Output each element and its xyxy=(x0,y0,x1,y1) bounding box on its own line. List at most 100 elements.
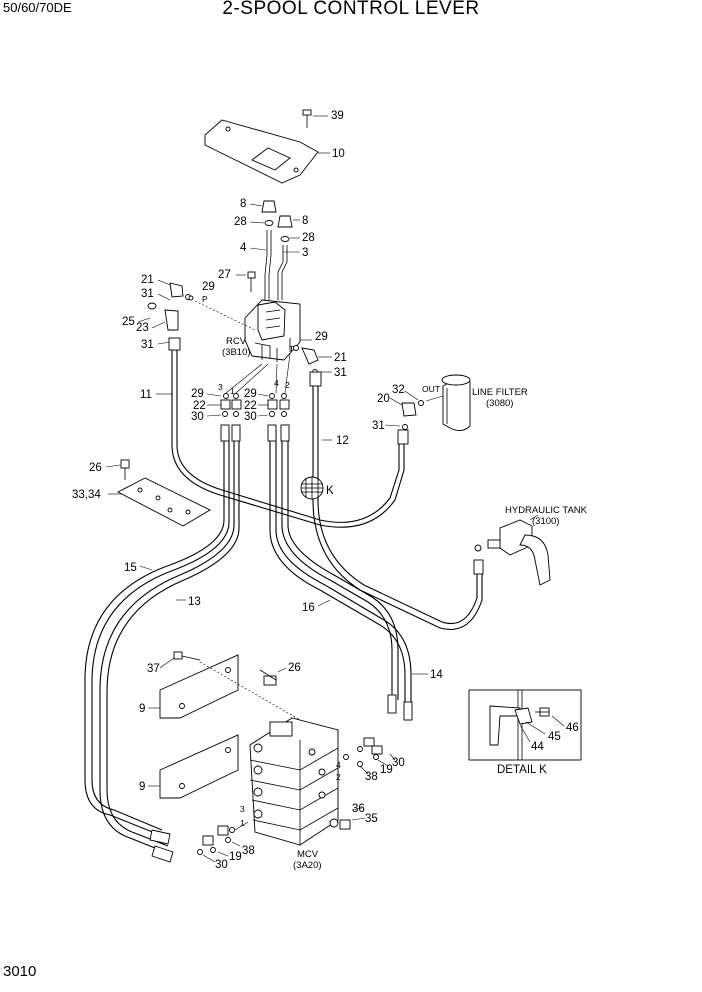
callout-9: 9 xyxy=(139,781,145,793)
callout-16: 16 xyxy=(302,602,315,614)
callout-3: 3 xyxy=(302,247,308,259)
callout-28: 28 xyxy=(234,216,247,228)
line-filter xyxy=(441,374,471,431)
port-p-label: P xyxy=(202,294,208,304)
line-filter-label: LINE FILTER xyxy=(472,387,528,398)
hose-13-15 xyxy=(84,430,240,853)
port-3-label: 3 xyxy=(218,382,223,392)
mcv-fittings-left xyxy=(197,821,249,863)
callout-31: 31 xyxy=(372,420,385,432)
callout-9: 9 xyxy=(139,703,145,715)
mcv-fittings-right xyxy=(343,737,396,775)
callout-30: 30 xyxy=(191,411,204,423)
callout-32: 32 xyxy=(392,384,405,396)
tee-23 xyxy=(137,302,179,345)
model-code: 50/60/70DE xyxy=(3,0,72,15)
callout-29: 29 xyxy=(191,388,204,400)
bracket-lower xyxy=(148,734,239,799)
hydraulic-tank-fitting xyxy=(474,514,551,586)
callout-4: 4 xyxy=(240,242,247,254)
elbow-21-right xyxy=(293,339,332,375)
detail-k-label: DETAIL K xyxy=(497,764,547,776)
mcv-valve xyxy=(249,717,339,846)
detail-k-marker xyxy=(300,476,324,500)
detail-k-box xyxy=(468,689,582,761)
callout-22: 22 xyxy=(193,400,206,412)
hose-end-fittings xyxy=(149,337,484,863)
fitting-26-mcv xyxy=(259,667,287,686)
rcv-valve xyxy=(244,299,301,362)
callout-26: 26 xyxy=(89,462,102,474)
mcv-label: MCV xyxy=(297,849,319,860)
callout-30: 30 xyxy=(244,411,257,423)
callout-21: 21 xyxy=(141,274,154,286)
callout-36: 36 xyxy=(352,803,365,815)
callout-46: 46 xyxy=(566,722,579,734)
port-guide-lines xyxy=(225,353,291,394)
callout-11: 11 xyxy=(140,389,152,401)
bolt-26 xyxy=(105,459,130,495)
page-number: 3010 xyxy=(3,963,37,980)
lever-knob-left xyxy=(261,200,277,300)
hydraulic-tank-label: HYDRAULIC TANK xyxy=(505,505,588,516)
bolt-37 xyxy=(159,651,301,721)
rcv-label: RCV xyxy=(226,336,247,347)
callout-19: 19 xyxy=(380,764,393,776)
rcv-ref-label: (3B10) xyxy=(222,347,251,358)
elbow-20 xyxy=(384,390,444,430)
callout-31: 31 xyxy=(334,367,347,379)
bolt xyxy=(302,109,328,128)
port-fittings-right xyxy=(257,393,290,417)
base-plate xyxy=(117,477,211,527)
port-t-label: T xyxy=(289,344,294,354)
callout-29: 29 xyxy=(244,388,257,400)
fitting-27 xyxy=(236,271,256,292)
callout-31: 31 xyxy=(141,288,154,300)
mcv-fittings-36-35 xyxy=(329,807,366,830)
callout-10: 10 xyxy=(332,148,345,160)
mcv-ref-label: (3A20) xyxy=(293,860,322,871)
callout-14: 14 xyxy=(430,669,443,681)
callout-30: 30 xyxy=(215,859,228,871)
callout-45: 45 xyxy=(548,731,561,743)
port-1-label: 1 xyxy=(230,386,235,396)
hose-14-16 xyxy=(269,430,412,710)
lever-knob-right xyxy=(277,215,293,300)
callout-28: 28 xyxy=(302,232,315,244)
hydraulic-tank-ref-label: (3100) xyxy=(532,516,559,527)
callout-21: 21 xyxy=(334,352,347,364)
mcv-port-2-label: 2 xyxy=(336,772,341,782)
callout-33-34: 33,34 xyxy=(72,489,101,501)
port-2-label: 2 xyxy=(285,380,290,390)
callout-35: 35 xyxy=(365,813,378,825)
callout-30: 30 xyxy=(392,757,405,769)
page-title: 2-SPOOL CONTROL LEVER xyxy=(222,0,480,19)
port-fittings-left xyxy=(206,393,242,417)
callout-25: 25 xyxy=(122,316,135,328)
port-4-label: 4 xyxy=(274,378,279,388)
k-marker-label: K xyxy=(326,485,334,497)
mcv-port-4-label: 4 xyxy=(336,760,341,770)
callout-22: 22 xyxy=(244,400,257,412)
mcv-port-1-label: 1 xyxy=(240,818,245,828)
hose-callout-leaders xyxy=(139,393,428,675)
callout-26: 26 xyxy=(288,662,301,674)
callout-12: 12 xyxy=(336,435,349,447)
diagram-labels: RCV (3B10) MCV (3A20) LINE FILTER (3080)… xyxy=(202,294,588,871)
callout-13: 13 xyxy=(188,596,201,608)
out-port-label: OUT xyxy=(422,384,440,394)
cover-plate xyxy=(204,119,319,184)
line-filter-ref-label: (3080) xyxy=(486,398,513,409)
callout-39: 39 xyxy=(331,110,344,122)
callout-44: 44 xyxy=(531,741,544,753)
elbow-21-left xyxy=(157,279,191,301)
callout-leaders-top xyxy=(249,203,300,253)
callout-37: 37 xyxy=(147,663,160,675)
callout-38: 38 xyxy=(365,771,378,783)
callout-38: 38 xyxy=(242,845,255,857)
callout-numbers: 39 10 8 8 28 28 4 3 27 21 29 31 25 23 31… xyxy=(72,110,579,871)
callout-29: 29 xyxy=(202,281,215,293)
bracket-upper xyxy=(148,654,239,719)
callout-31: 31 xyxy=(141,339,154,351)
